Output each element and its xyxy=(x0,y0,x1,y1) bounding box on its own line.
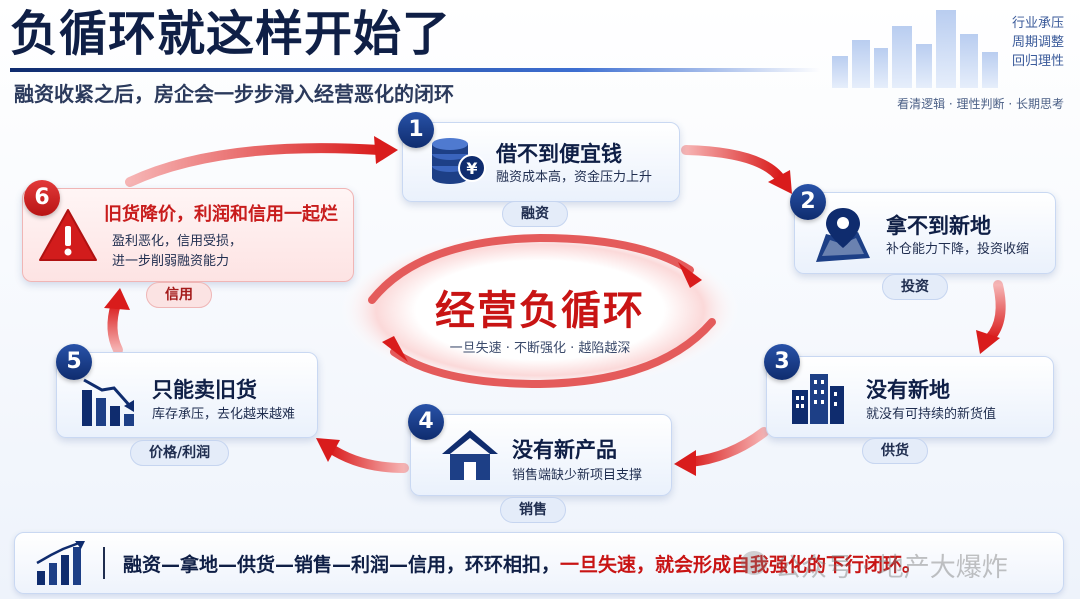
step-6-title: 旧货降价，利润和信用一起烂 xyxy=(104,204,338,225)
step-6-tag: 信用 xyxy=(146,282,212,308)
step-5-number: 5 xyxy=(56,344,92,380)
center-title: 经营负循环 xyxy=(435,288,645,334)
title-rule xyxy=(10,68,820,72)
watermark: 公众号 · 地产大爆炸 xyxy=(775,553,1008,583)
step-1-number: 1 xyxy=(398,112,434,148)
footer-text-highlight: 一旦失速，就会形成自我强化的下行闭环。 xyxy=(560,554,922,576)
arrow-4-to-5 xyxy=(325,443,409,473)
step-1-desc: 融资成本高，资金压力上升 xyxy=(496,170,653,185)
step-4-tag: 销售 xyxy=(500,497,566,523)
tagline-line-2: 周期调整 xyxy=(1011,35,1064,50)
center-subtitle: 一旦失速 · 不断强化 · 越陷越深 xyxy=(449,341,631,356)
step-6-desc-line-2: 进一步削弱融资能力 xyxy=(112,254,230,269)
motto: 看清逻辑 · 理性判断 · 长期思考 xyxy=(897,97,1064,111)
step-2-title: 拿不到新地 xyxy=(886,214,991,238)
arrow-5-to-6 xyxy=(107,299,123,355)
step-3-title: 没有新地 xyxy=(866,378,950,402)
footer-divider xyxy=(103,547,105,579)
footer-text-main: 融资—拿地—供货—销售—利润—信用，环环相扣， xyxy=(123,554,561,576)
step-6-number: 6 xyxy=(24,180,60,216)
svg-text:¥: ¥ xyxy=(466,159,477,178)
skyline-icon xyxy=(832,10,998,88)
step-4-desc: 销售端缺少新项目支撑 xyxy=(512,468,643,483)
arrow-3-to-4 xyxy=(685,427,769,467)
step-2-desc: 补仓能力下降，投资收缩 xyxy=(886,242,1030,257)
warning-icon xyxy=(39,209,97,261)
step-5-desc: 库存承压，去化越来越难 xyxy=(152,407,296,422)
map-pin-icon xyxy=(816,208,870,262)
footer-summary-text: 融资—拿地—供货—销售—利润—信用，环环相扣，一旦失速，就会形成自我强化的下行闭… xyxy=(123,550,921,577)
center-ring xyxy=(340,230,740,390)
bar-chart-down-icon xyxy=(82,378,134,426)
step-5-tag: 价格/利润 xyxy=(130,440,230,466)
step-4-number: 4 xyxy=(408,404,444,440)
house-icon xyxy=(442,430,498,480)
chart-up-icon xyxy=(36,541,85,585)
step-2-number: 2 xyxy=(790,184,826,220)
step-6-desc-line-1: 盈利恶化，信用受损， xyxy=(112,234,243,249)
step-3-desc: 就没有可持续的新货值 xyxy=(866,407,997,422)
step-5-title: 只能卖旧货 xyxy=(152,378,257,402)
step-4-title: 没有新产品 xyxy=(512,438,617,462)
step-1-tag: 融资 xyxy=(502,201,568,227)
summary-footer: 融资—拿地—供货—销售—利润—信用，环环相扣，一旦失速，就会形成自我强化的下行闭… xyxy=(14,532,1064,594)
page-title: 负循环就这样开始了 xyxy=(10,6,452,62)
coins-yen-icon: ¥ xyxy=(432,138,486,184)
step-3-number: 3 xyxy=(764,344,800,380)
page-subtitle: 融资收紧之后，房企会一步步滑入经营恶化的闭环 xyxy=(14,82,454,106)
watermark-logo-icon xyxy=(741,551,767,575)
step-1-title: 借不到便宜钱 xyxy=(496,142,622,166)
tagline-line-1: 行业承压 xyxy=(1011,16,1064,31)
tagline: 行业承压 周期调整 回归理性 xyxy=(1012,14,1064,71)
arrow-6-to-1 xyxy=(125,143,385,187)
center-arrow-bottom xyxy=(390,318,716,389)
tagline-line-3: 回归理性 xyxy=(1011,54,1064,69)
step-2-tag: 投资 xyxy=(882,274,948,300)
arrow-2-to-3 xyxy=(985,280,1006,343)
center-arrow-top xyxy=(368,233,694,304)
step-3-tag: 供货 xyxy=(862,438,928,464)
arrow-1-to-2 xyxy=(681,145,785,183)
buildings-icon xyxy=(792,374,844,424)
